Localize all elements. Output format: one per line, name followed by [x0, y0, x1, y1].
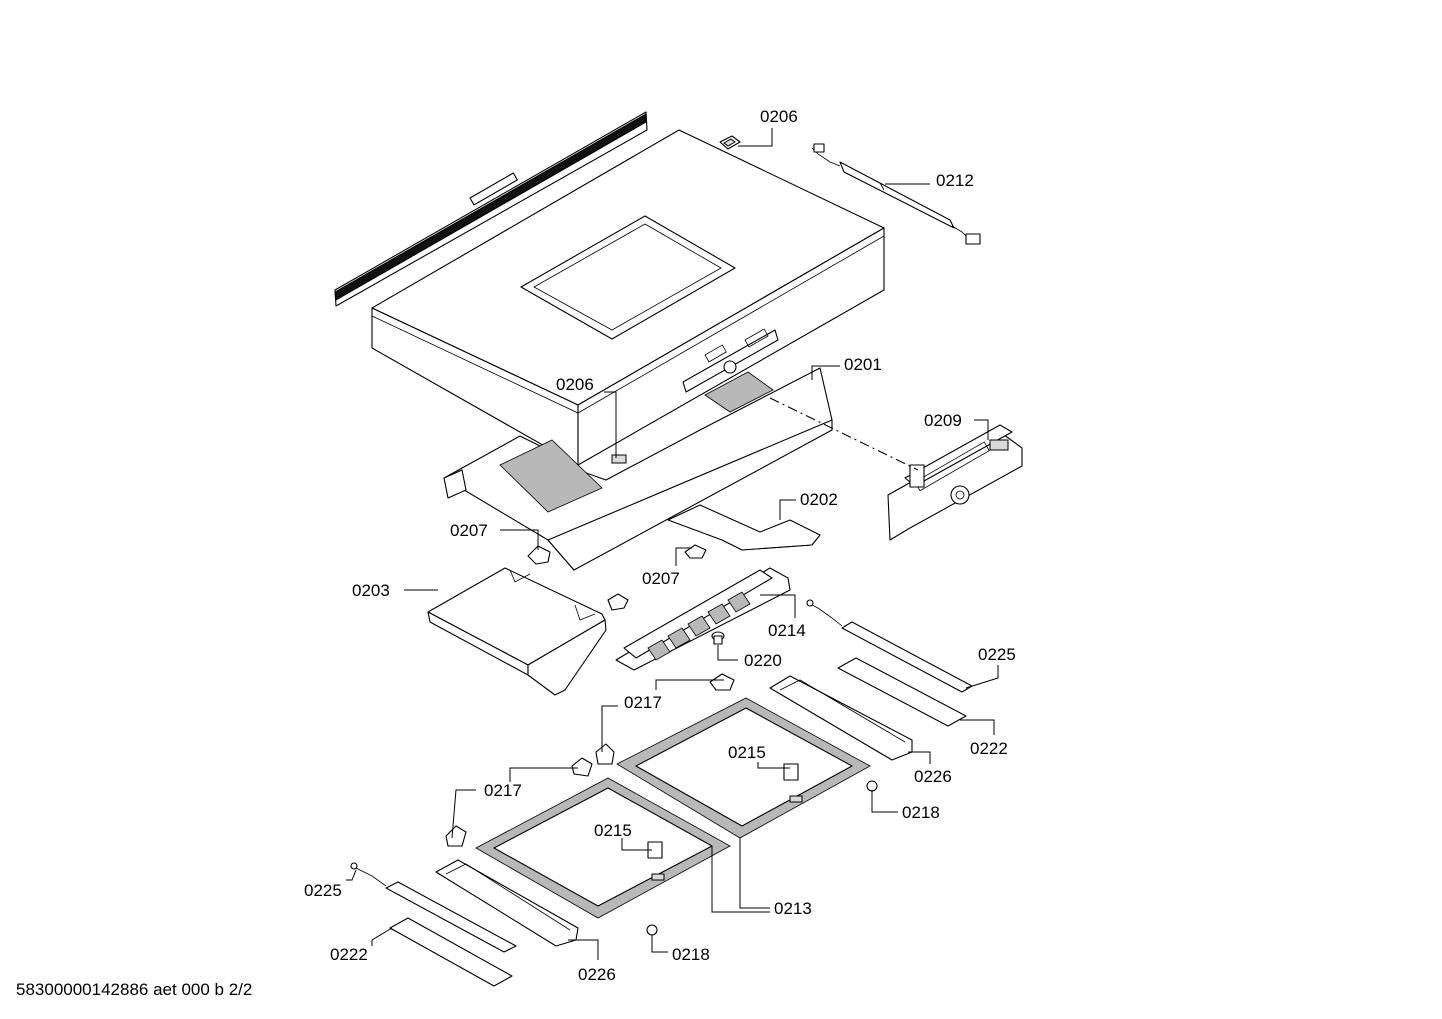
part-diffuser-right	[837, 657, 967, 727]
callout-0226-right: 0226	[914, 767, 952, 786]
callout-0215-left: 0215	[594, 821, 632, 840]
callout-0214: 0214	[768, 621, 806, 640]
callout-0220: 0220	[744, 651, 782, 670]
callout-0207-right: 0207	[642, 569, 680, 588]
part-lower-bracket	[443, 367, 833, 571]
part-control-module	[887, 424, 1023, 541]
alignment-line	[769, 397, 919, 471]
callout-0213: 0213	[774, 899, 812, 918]
part-filter-cassette	[427, 567, 607, 696]
callout-0212: 0212	[936, 171, 974, 190]
callout-0222-right: 0222	[970, 739, 1008, 758]
callout-0222-left: 0222	[330, 945, 368, 964]
part-clip-0217d	[445, 825, 467, 847]
part-trim-strip	[334, 111, 648, 307]
callout-0206-top: 0206	[760, 107, 798, 126]
part-diffuser-left	[389, 917, 513, 987]
part-hood-housing	[371, 129, 885, 466]
callout-0201: 0201	[844, 355, 882, 374]
callout-0206-lower: 0206	[556, 375, 594, 394]
part-led-profile-right	[769, 675, 913, 761]
part-clip-0217a	[709, 673, 735, 691]
callout-0217-top: 0217	[624, 693, 662, 712]
callout-0225-right: 0225	[978, 645, 1016, 664]
part-deflector	[667, 504, 821, 551]
callout-0225-left: 0225	[304, 881, 342, 900]
callout-0207-left: 0207	[450, 521, 488, 540]
part-grille-rail	[607, 567, 791, 671]
callout-0218-right: 0218	[902, 803, 940, 822]
part-screw-0220	[711, 631, 725, 645]
part-clip-0217b	[595, 743, 615, 765]
part-filter-frame-right	[616, 697, 871, 839]
callout-0203: 0203	[352, 581, 390, 600]
part-nut-0218b	[646, 924, 658, 936]
part-clip-0207b	[684, 544, 707, 559]
leader-lines	[346, 128, 999, 960]
part-clip-0217c	[571, 757, 593, 777]
part-cable	[811, 143, 981, 245]
part-clip-top	[719, 135, 741, 150]
document-id-footer: 58300000142886 aet 000 b 2/2	[16, 980, 253, 999]
callout-0209: 0209	[924, 411, 962, 430]
part-led-profile-left	[435, 859, 579, 947]
callout-0218-left: 0218	[672, 945, 710, 964]
part-led-strip-left	[350, 862, 517, 953]
callout-0202: 0202	[800, 490, 838, 509]
part-nut-0218a	[866, 780, 878, 792]
callout-0226-left: 0226	[578, 965, 616, 984]
callout-0217-mid: 0217	[484, 781, 522, 800]
part-clip-0207a	[527, 545, 551, 565]
callout-0215-right: 0215	[728, 743, 766, 762]
